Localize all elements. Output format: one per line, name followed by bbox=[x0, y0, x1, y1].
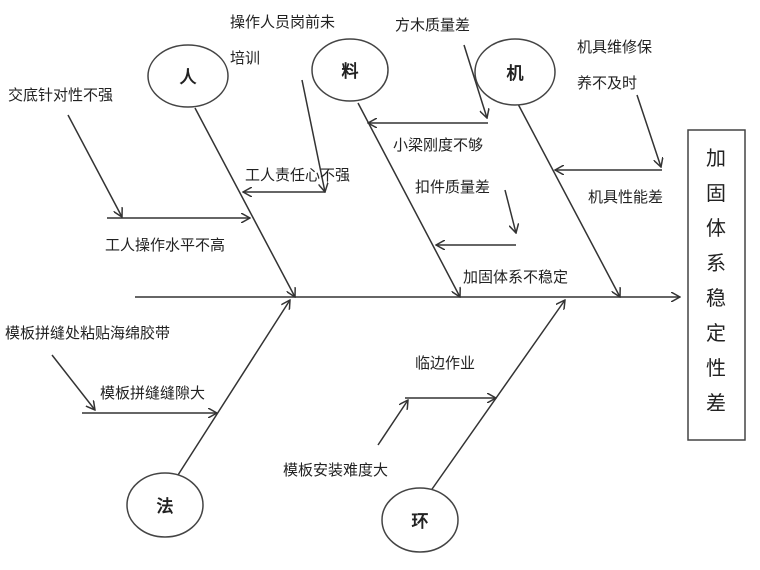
category-material: 料 bbox=[311, 38, 389, 102]
category-machine: 机 bbox=[474, 38, 556, 106]
svg-text:料: 料 bbox=[342, 61, 359, 82]
svg-text:人: 人 bbox=[180, 68, 198, 88]
category-environment: 环 bbox=[381, 487, 459, 553]
bone-environment bbox=[429, 300, 565, 493]
svg-text:定: 定 bbox=[706, 321, 726, 345]
result-label: 加 固 体 系 稳 定 性 差 bbox=[706, 146, 726, 415]
cause-training: 操作人员岗前未 bbox=[230, 13, 335, 31]
svg-text:差: 差 bbox=[706, 391, 726, 415]
cause-install: 模板安装难度大 bbox=[283, 461, 388, 479]
arrow-timber bbox=[463, 44, 487, 118]
svg-text:机: 机 bbox=[507, 63, 524, 84]
cause-timber: 方木质量差 bbox=[395, 16, 470, 34]
svg-text:体: 体 bbox=[706, 216, 726, 240]
cause-maintenance-2: 养不及时 bbox=[577, 74, 637, 92]
arrow-install bbox=[377, 400, 408, 446]
cause-briefing: 交底针对性不强 bbox=[8, 86, 113, 104]
arrow-maintenance bbox=[636, 94, 661, 167]
cause-tape: 模板拼缝处粘贴海绵胶带 bbox=[5, 324, 170, 342]
category-method: 法 bbox=[126, 472, 204, 538]
category-man: 人 bbox=[147, 44, 229, 108]
cause-unstable: 加固体系不稳定 bbox=[463, 268, 568, 286]
cause-skill: 工人操作水平不高 bbox=[105, 236, 225, 254]
svg-text:加: 加 bbox=[706, 146, 726, 170]
cause-gap: 模板拼缝缝隙大 bbox=[100, 384, 205, 402]
cause-maintenance: 机具维修保 bbox=[577, 38, 652, 56]
svg-text:系: 系 bbox=[706, 251, 726, 275]
cause-edge: 临边作业 bbox=[415, 354, 475, 372]
svg-text:性: 性 bbox=[706, 356, 726, 380]
arrow-training bbox=[301, 79, 325, 192]
arrow-tape bbox=[51, 354, 95, 410]
bone-material bbox=[357, 102, 460, 297]
arrow-fastener bbox=[504, 189, 516, 233]
svg-text:法: 法 bbox=[157, 496, 174, 517]
bone-man bbox=[194, 107, 295, 297]
bone-method bbox=[177, 300, 290, 476]
svg-text:环: 环 bbox=[412, 512, 429, 532]
svg-text:固: 固 bbox=[706, 181, 726, 205]
cause-training-2: 培训 bbox=[230, 49, 260, 67]
bone-machine bbox=[517, 103, 620, 297]
cause-performance: 机具性能差 bbox=[588, 188, 663, 206]
svg-text:稳: 稳 bbox=[706, 286, 726, 310]
cause-responsibility: 工人责任心不强 bbox=[245, 166, 350, 184]
result-box bbox=[687, 129, 746, 441]
cause-beam: 小梁刚度不够 bbox=[393, 136, 483, 154]
arrow-briefing bbox=[67, 114, 122, 217]
cause-fastener: 扣件质量差 bbox=[415, 178, 490, 196]
